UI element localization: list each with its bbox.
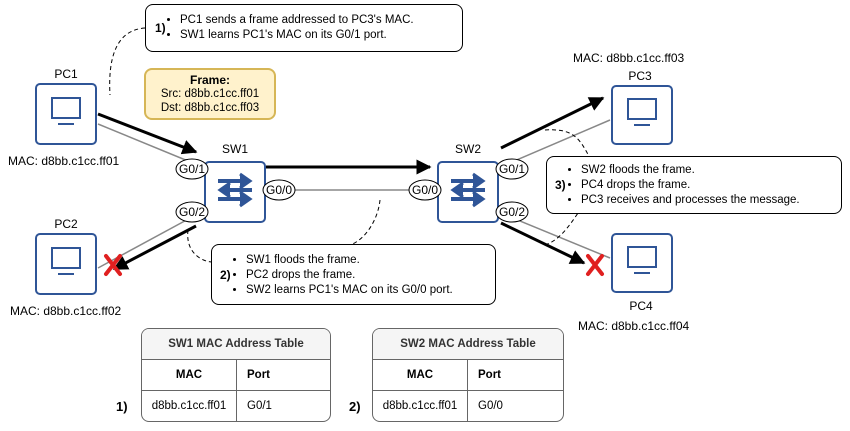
port-sw2-g00: G0/0	[412, 183, 438, 197]
callout-number: 3)	[555, 178, 566, 192]
port-sw1-g01: G0/1	[179, 162, 205, 176]
connector-callout3-b	[544, 209, 581, 246]
cell-mac: d8bb.c1cc.ff01	[373, 390, 468, 421]
arrow-pc1-to-sw1	[97, 112, 198, 155]
sw1-mac-table: SW1 MAC Address Table MAC Port d8bb.c1cc…	[141, 328, 331, 422]
column-header-mac: MAC	[373, 360, 468, 391]
connector-callout2	[187, 229, 213, 263]
pc1-mac: MAC: d8bb.c1cc.ff01	[8, 154, 119, 168]
callout-step-1: 1) PC1 sends a frame addressed to PC3's …	[145, 4, 463, 52]
callout-item: SW2 floods the frame.	[581, 163, 850, 178]
monitor-icon	[51, 247, 81, 275]
callout-step-3: 3) SW2 floods the frame. PC4 drops the f…	[546, 156, 842, 214]
pc4	[611, 233, 673, 293]
frame-dst: Dst: d8bb.c1cc.ff03	[160, 102, 260, 114]
arrow-sw1-to-pc2	[112, 224, 197, 271]
x-mark-icon	[586, 254, 604, 276]
pc1-label: PC1	[54, 67, 78, 81]
pc2-label: PC2	[54, 217, 78, 231]
cell-mac: d8bb.c1cc.ff01	[142, 390, 237, 421]
callout-item: PC1 sends a frame addressed to PC3's MAC…	[180, 13, 470, 28]
table-row: d8bb.c1cc.ff01 G0/1	[142, 390, 330, 421]
callout-item: PC4 drops the frame.	[581, 178, 850, 193]
pc3	[611, 85, 673, 145]
pc4-mac: MAC: d8bb.c1cc.ff04	[578, 319, 689, 333]
pc2-mac: MAC: d8bb.c1cc.ff02	[10, 304, 121, 318]
sw1-table-step: 1)	[116, 399, 128, 414]
frame-arrows	[97, 96, 605, 271]
pc3-mac: MAC: d8bb.c1cc.ff03	[573, 51, 684, 65]
frame-src: Src: d8bb.c1cc.ff01	[160, 88, 260, 100]
port-sw1-g00: G0/0	[266, 183, 292, 197]
callout-step-2: 2) SW1 floods the frame. PC2 drops the f…	[211, 244, 496, 305]
port-sw2-g02: G0/2	[499, 205, 525, 219]
sw1-table-title: SW1 MAC Address Table	[142, 329, 330, 360]
callout-number: 2)	[220, 268, 231, 282]
switch-arrows-icon	[450, 172, 486, 208]
cell-port: G0/0	[467, 390, 563, 421]
arrow-sw2-to-pc4	[500, 221, 586, 265]
sw1-label: SW1	[222, 142, 248, 156]
column-header-mac: MAC	[142, 360, 237, 391]
pc1	[35, 83, 97, 145]
frame-info-box: Frame: Src: d8bb.c1cc.ff01 Dst: d8bb.c1c…	[144, 68, 276, 120]
callout-number: 1)	[155, 21, 166, 35]
arrow-sw2-to-pc3	[500, 96, 605, 150]
pc3-label: PC3	[628, 69, 652, 83]
table-row: d8bb.c1cc.ff01 G0/0	[373, 390, 563, 421]
callout-item: PC2 drops the frame.	[246, 268, 511, 283]
connector-callout3	[544, 129, 591, 159]
connector-callout2-b	[349, 199, 381, 246]
callout-item: SW2 learns PC1's MAC on its G0/0 port.	[246, 283, 511, 298]
switch-arrows-icon	[217, 172, 253, 208]
sw2-table-title: SW2 MAC Address Table	[373, 329, 563, 360]
pc2	[35, 233, 97, 295]
port-labels: G0/1 G0/2 G0/0 G0/0 G0/1 G0/2	[175, 158, 529, 223]
port-sw1-g02: G0/2	[179, 205, 205, 219]
callout-item: PC3 receives and processes the message.	[581, 193, 850, 208]
callout-item: SW1 learns PC1's MAC on its G0/1 port.	[180, 28, 470, 43]
column-header-port: Port	[478, 369, 501, 381]
monitor-icon	[627, 246, 657, 274]
frame-title: Frame:	[189, 73, 230, 87]
column-header-port: Port	[247, 369, 270, 381]
callout-item: SW1 floods the frame.	[246, 253, 511, 268]
connector-callout1	[109, 27, 146, 96]
cell-port: G0/1	[236, 390, 330, 421]
port-sw2-g01: G0/1	[499, 162, 525, 176]
sw2-label: SW2	[455, 142, 481, 156]
sw2	[437, 161, 499, 223]
sw2-mac-table: SW2 MAC Address Table MAC Port d8bb.c1cc…	[372, 328, 564, 422]
monitor-icon	[627, 98, 657, 126]
sw2-table-step: 2)	[349, 399, 361, 414]
sw1	[204, 161, 266, 223]
monitor-icon	[51, 97, 81, 125]
x-mark-icon	[104, 254, 122, 276]
pc4-label: PC4	[629, 299, 653, 313]
